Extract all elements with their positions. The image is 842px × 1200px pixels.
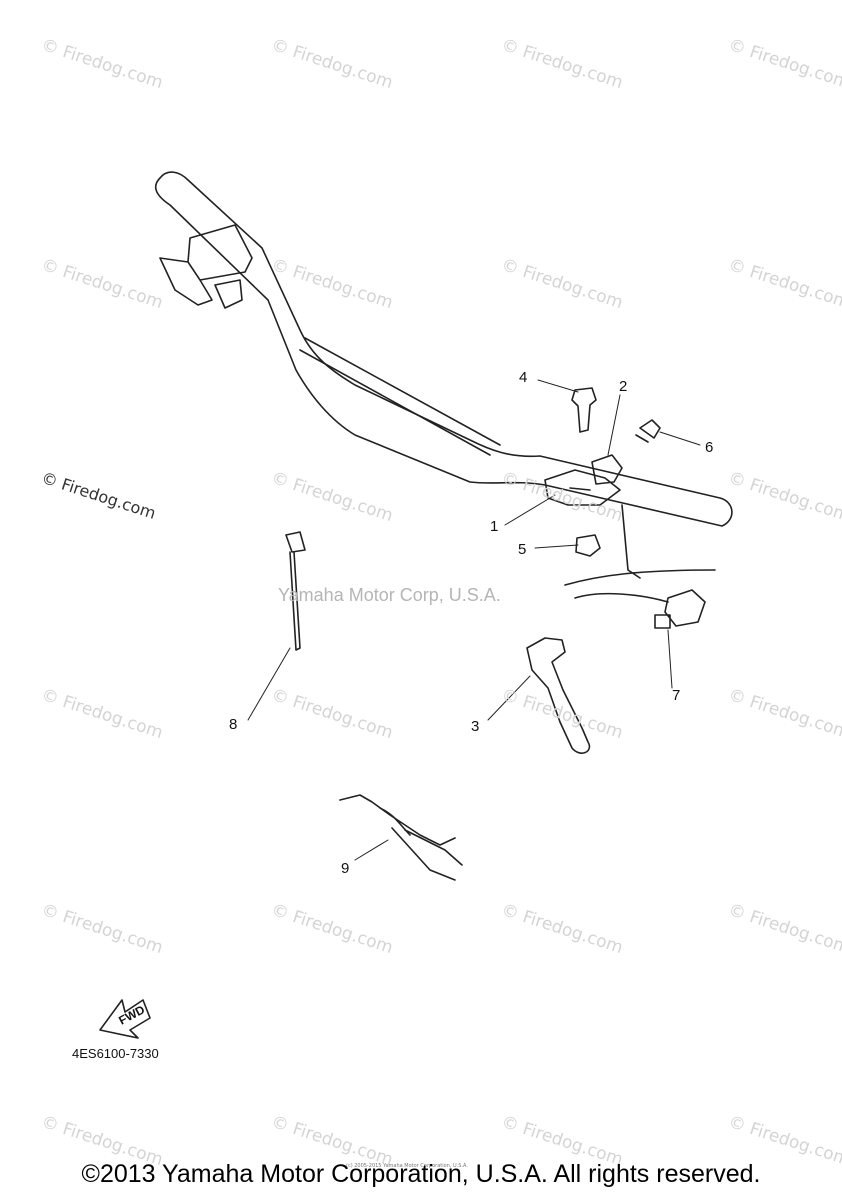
lever bbox=[526, 637, 591, 754]
callout-5: 5 bbox=[518, 541, 527, 558]
nut bbox=[575, 534, 601, 557]
clamp bbox=[591, 454, 623, 485]
cable-tie bbox=[285, 531, 306, 651]
switch bbox=[574, 589, 706, 629]
footer-copyright: ©2013 Yamaha Motor Corporation, U.S.A. A… bbox=[81, 1160, 761, 1188]
tiny-copyright: (c) 2005-2015 Yamaha Motor Corporation, … bbox=[346, 1163, 468, 1169]
switch-wire-leader bbox=[564, 504, 716, 586]
bolt bbox=[571, 387, 597, 433]
handlebar-crossbar bbox=[299, 337, 501, 456]
brake-master-cylinder bbox=[159, 224, 253, 309]
callout-6: 6 bbox=[705, 439, 714, 456]
callout-9: 9 bbox=[341, 860, 350, 877]
callout-8: 8 bbox=[229, 716, 238, 733]
callout-7: 7 bbox=[672, 687, 681, 704]
callout-4: 4 bbox=[519, 369, 528, 386]
lever-bracket bbox=[544, 469, 621, 506]
leader-lines bbox=[247, 379, 701, 861]
callout-2: 2 bbox=[619, 378, 628, 395]
callout-3: 3 bbox=[471, 718, 480, 735]
handlebar bbox=[154, 171, 733, 527]
part-code: 4ES6100-7330 bbox=[72, 1046, 159, 1061]
screw bbox=[635, 419, 661, 443]
center-watermark: Yamaha Motor Corp, U.S.A. bbox=[278, 585, 501, 605]
callout-1: 1 bbox=[490, 518, 499, 535]
fwd-arrow bbox=[99, 999, 151, 1039]
wire-harness bbox=[339, 794, 463, 881]
